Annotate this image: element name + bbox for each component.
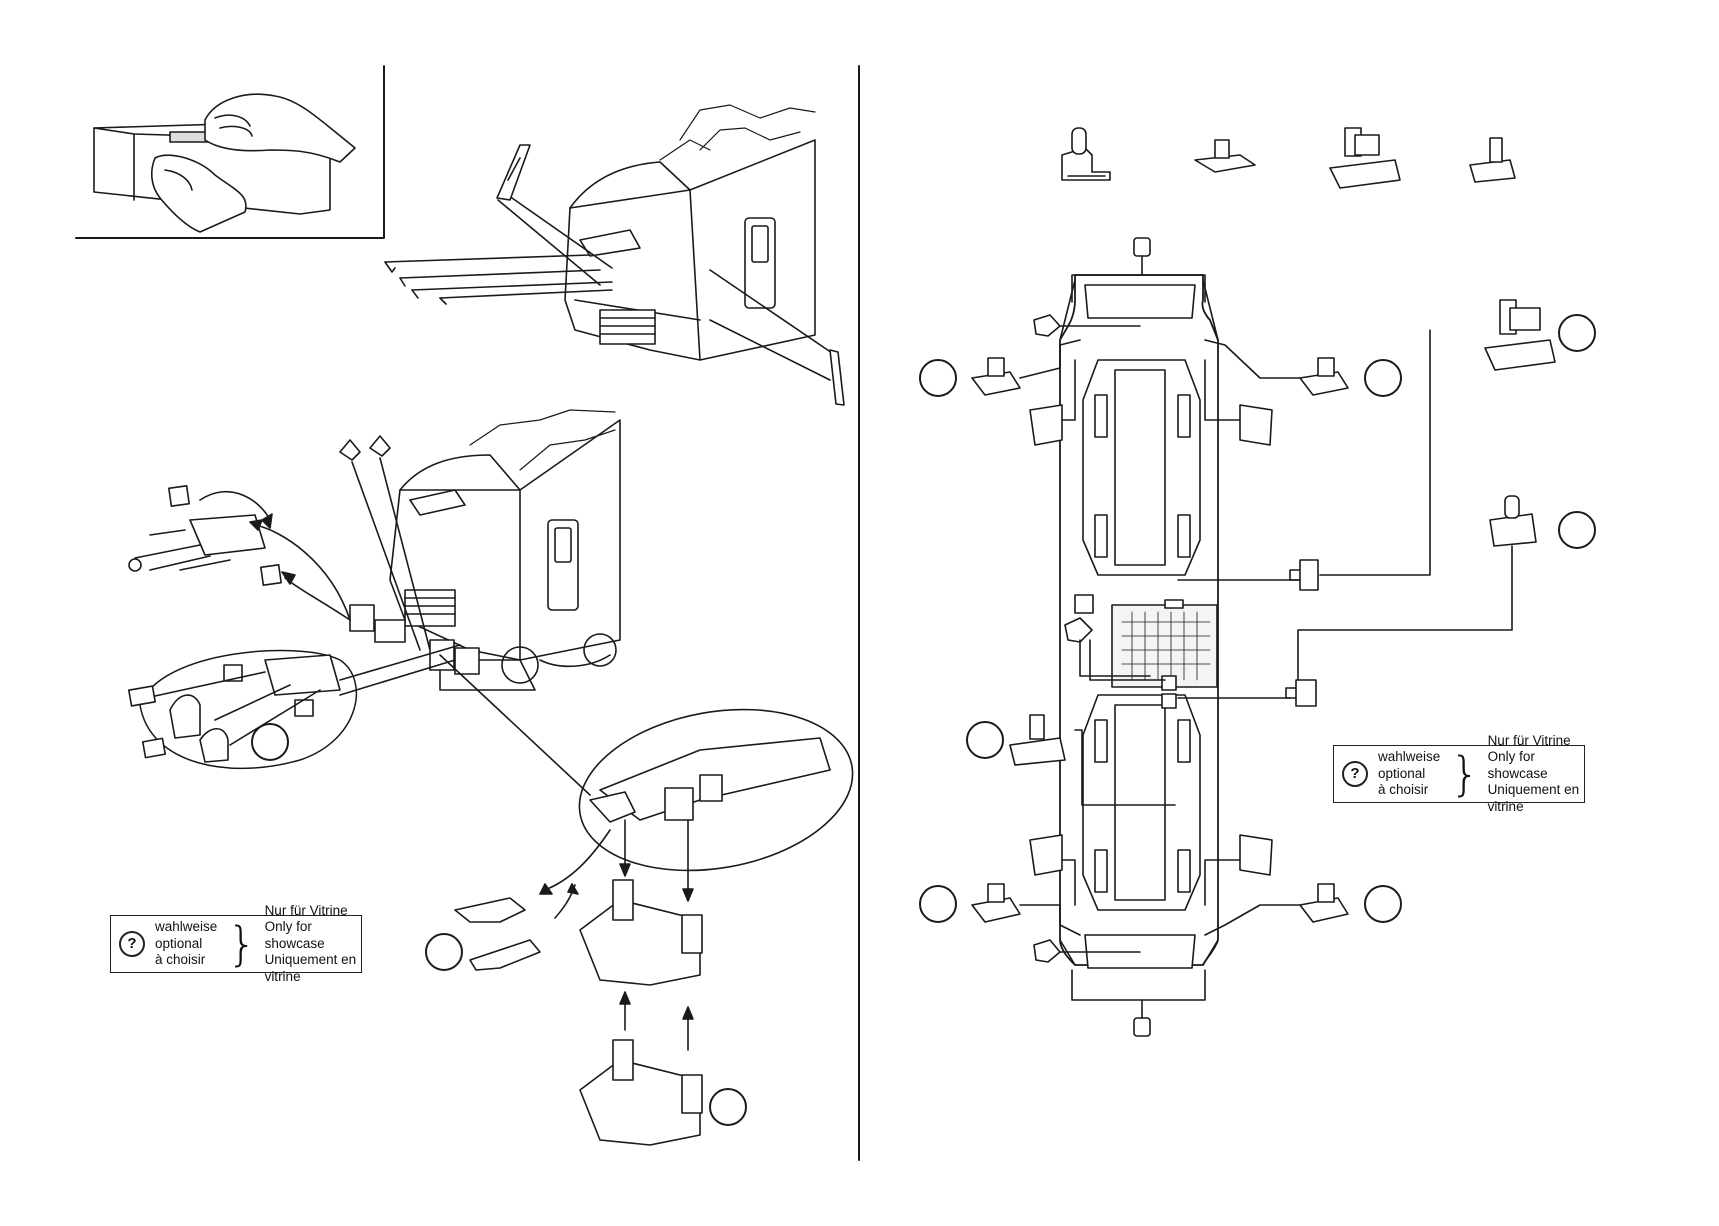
- legend-brace: }: [227, 921, 256, 967]
- parts-row-top: [1062, 128, 1515, 188]
- legend-meanings: Nur für Vitrine Only for showcase Unique…: [1488, 733, 1584, 816]
- legend-meaning-de: Nur für Vitrine: [1488, 733, 1584, 750]
- legend-option-fr: à choisir: [155, 952, 217, 969]
- callout-circle-right-2: [1559, 512, 1595, 548]
- coupler-parts-upper: [129, 486, 350, 620]
- legend-meaning-fr: Uniquement en vitrine: [1488, 782, 1584, 815]
- callout-circle-right-5: [967, 722, 1003, 758]
- callout-circle-right-6: [920, 886, 956, 922]
- callout-circle-left-2: [426, 934, 462, 970]
- locomotive-front-view: [340, 410, 620, 690]
- callout-circle-right-7: [1365, 886, 1401, 922]
- callout-circle-right-1: [1559, 315, 1595, 351]
- legend-options: wahlweise optional à choisir: [155, 919, 217, 969]
- question-icon: ?: [119, 931, 145, 957]
- legend-option-de: wahlweise: [155, 919, 217, 936]
- legend-meaning-en: Only for showcase: [1488, 749, 1584, 782]
- pilot-detail-zoom: [440, 655, 865, 1145]
- legend-meaning-de: Nur für Vitrine: [265, 903, 361, 920]
- legend-meaning-fr: Uniquement en vitrine: [265, 952, 361, 985]
- callout-circle-right-3: [920, 360, 956, 396]
- legend-option-fr: à choisir: [1378, 782, 1440, 799]
- legend-option-en: optional: [1378, 766, 1440, 783]
- legend-box-right: ? wahlweise optional à choisir } Nur für…: [1333, 745, 1585, 803]
- legend-options: wahlweise optional à choisir: [1378, 749, 1440, 799]
- question-icon: ?: [1342, 761, 1368, 787]
- legend-box-left: ? wahlweise optional à choisir } Nur für…: [110, 915, 362, 973]
- callout-circle-right-4: [1365, 360, 1401, 396]
- legend-option-en: optional: [155, 936, 217, 953]
- locomotive-top-view: [385, 105, 844, 405]
- callout-circle-left-1: [252, 724, 288, 760]
- legend-meanings: Nur für Vitrine Only for showcase Unique…: [265, 903, 361, 986]
- handling-inset: [76, 66, 384, 238]
- legend-meaning-en: Only for showcase: [265, 919, 361, 952]
- coupler-parts-lower: [129, 645, 460, 768]
- legend-brace: }: [1450, 751, 1479, 797]
- callout-circle-left-3: [710, 1089, 746, 1125]
- legend-option-de: wahlweise: [1378, 749, 1440, 766]
